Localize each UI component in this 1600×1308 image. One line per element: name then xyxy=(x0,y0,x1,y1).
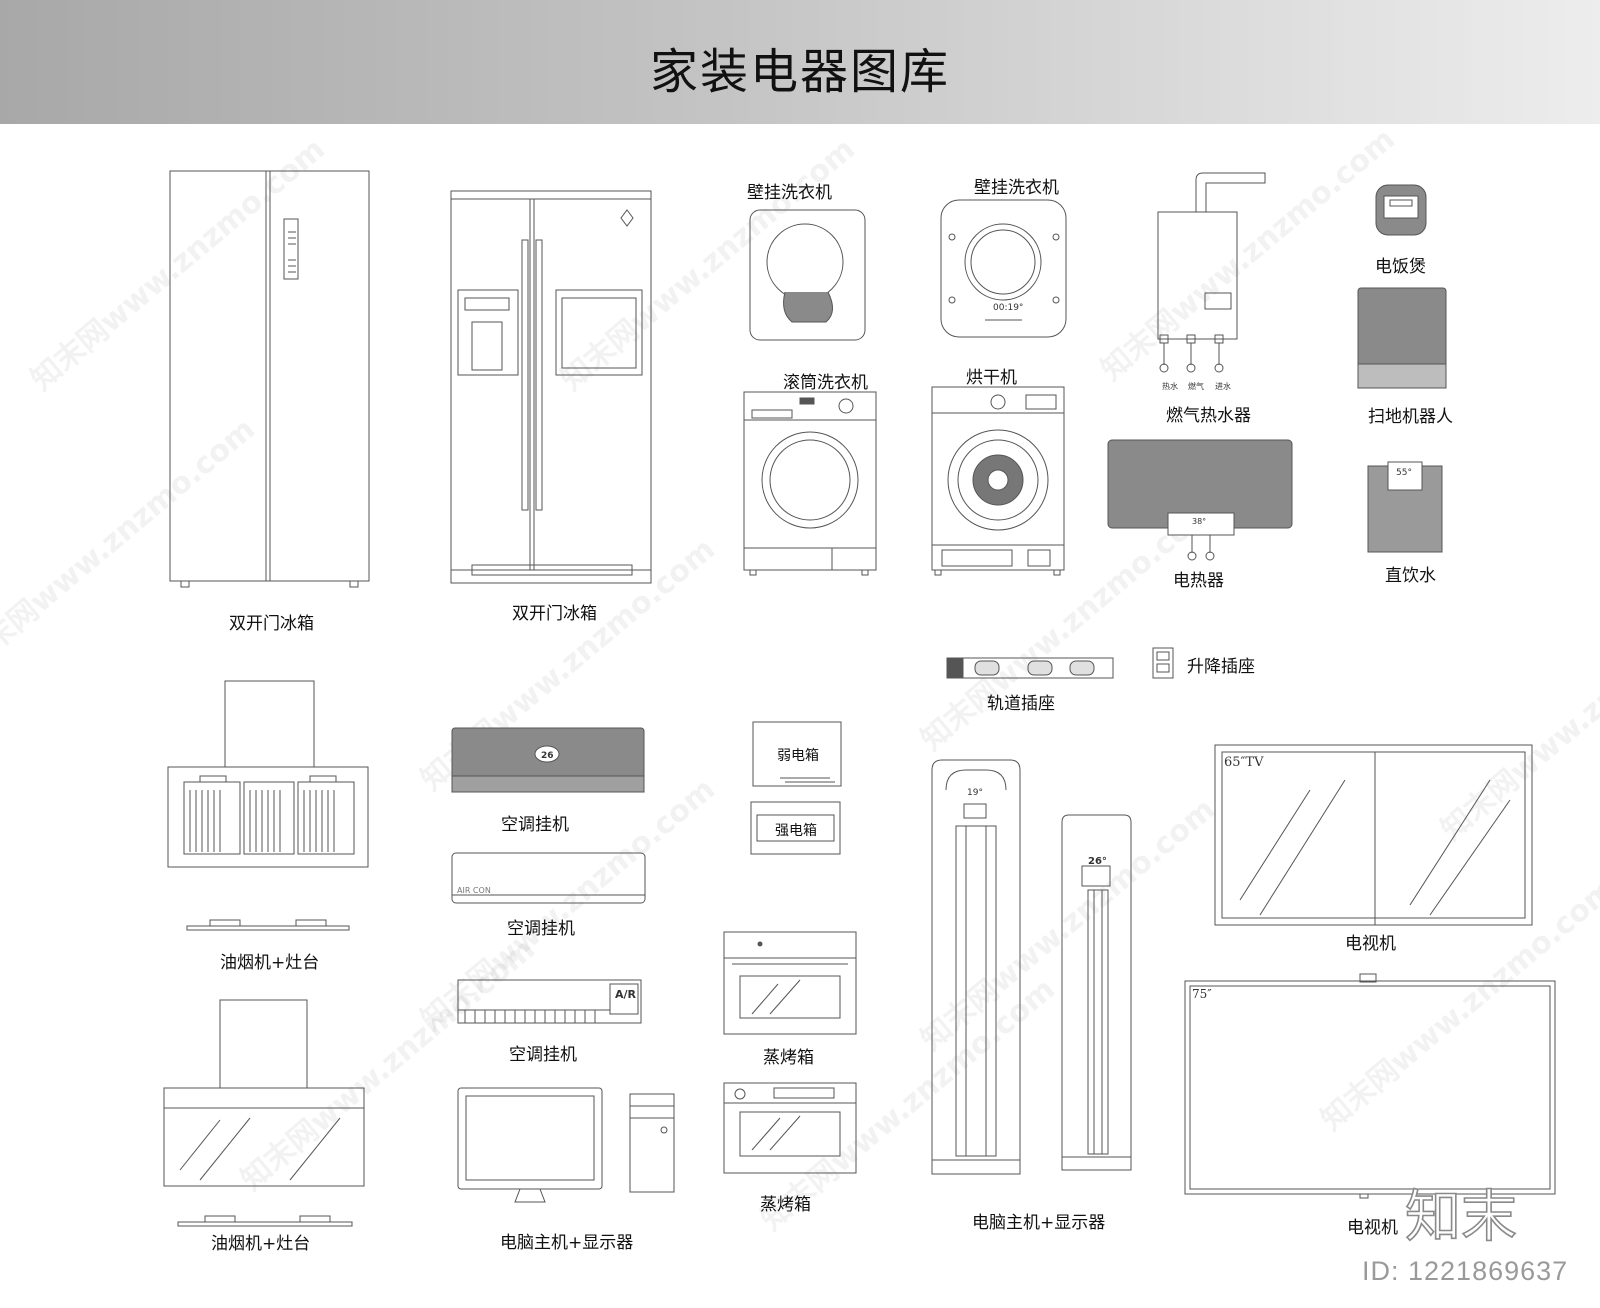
water-temp-text: 55° xyxy=(1396,468,1412,478)
label-electric-heater: 电热器 xyxy=(1173,571,1224,591)
tower-ac-temp-2-text: 26° xyxy=(1088,856,1107,867)
tower-ac-1-drawing xyxy=(931,759,1021,1175)
label-ac-wall-1: 空调挂机 xyxy=(501,815,569,835)
ac-wall-3-drawing xyxy=(457,979,642,1024)
label-wall-washer-1: 壁挂洗衣机 xyxy=(747,183,832,203)
heater-temp-text: 38° xyxy=(1192,517,1206,526)
label-fridge-1: 双开门冰箱 xyxy=(229,614,314,634)
heater-gas-text: 燃气 xyxy=(1188,381,1204,391)
brand-logo: 知末 xyxy=(1404,1184,1518,1251)
ac-temp-text: 26 xyxy=(541,751,554,761)
wall-washer-1-drawing xyxy=(749,209,866,341)
track-socket-drawing xyxy=(946,657,1114,679)
label-steam-oven-1: 蒸烤箱 xyxy=(763,1048,814,1068)
water-dispenser-drawing xyxy=(1367,461,1443,553)
label-strong-box: 强电箱 xyxy=(775,823,817,839)
label-track-socket: 轨道插座 xyxy=(987,694,1055,714)
label-weak-box: 弱电箱 xyxy=(777,748,819,764)
hood-stove-1-drawing xyxy=(167,680,369,931)
label-hood-stove-2: 油烟机+灶台 xyxy=(211,1234,311,1254)
label-ac-wall-3: 空调挂机 xyxy=(509,1045,577,1065)
hood-stove-2-drawing xyxy=(163,999,365,1227)
ac-aircon-text: AIR CON xyxy=(457,886,491,895)
weak-box-drawing xyxy=(752,721,842,787)
rice-cooker-drawing xyxy=(1375,184,1427,236)
ac-wall-1-drawing xyxy=(451,727,645,793)
tower-ac-2-drawing xyxy=(1061,814,1132,1171)
heater-hot-water-text: 热水 xyxy=(1162,381,1178,391)
label-water-dispenser: 直饮水 xyxy=(1385,566,1436,586)
label-hood-stove-1: 油烟机+灶台 xyxy=(220,953,320,973)
label-drum-washer: 滚筒洗衣机 xyxy=(783,373,868,393)
drum-washer-drawing xyxy=(743,391,877,576)
gas-heater-drawing xyxy=(1157,172,1266,373)
tower-ac-temp-text: 19° xyxy=(967,788,983,798)
tv-65-drawing xyxy=(1214,744,1533,926)
label-fridge-2: 双开门冰箱 xyxy=(512,604,597,624)
fridge-1-drawing xyxy=(169,170,370,588)
tv-65-text: 65″TV xyxy=(1224,755,1264,770)
label-steam-oven-2: 蒸烤箱 xyxy=(760,1195,811,1215)
tv-75-drawing xyxy=(1184,973,1556,1199)
label-lift-socket: 升降插座 xyxy=(1187,657,1255,677)
label-tv-1: 电视机 xyxy=(1345,934,1396,954)
label-wall-washer-2: 壁挂洗衣机 xyxy=(974,178,1059,198)
header-banner xyxy=(0,0,1600,124)
label-rice-cooker: 电饭煲 xyxy=(1375,257,1426,277)
heater-water-in-text: 进水 xyxy=(1215,381,1231,391)
robot-vacuum-drawing xyxy=(1357,287,1447,389)
label-gas-heater: 燃气热水器 xyxy=(1166,406,1251,426)
ac-ar-text: A/R xyxy=(615,988,637,1001)
ac-wall-2-drawing xyxy=(451,852,646,904)
image-id: ID: 1221869637 xyxy=(1362,1256,1569,1286)
label-pc-monitor-1: 电脑主机+显示器 xyxy=(500,1233,634,1253)
label-dryer: 烘干机 xyxy=(966,368,1017,388)
strong-box-drawing xyxy=(750,801,841,855)
pc-monitor-1-drawing xyxy=(457,1087,675,1203)
wall-washer-2-drawing xyxy=(940,199,1067,338)
fridge-2-drawing xyxy=(450,190,652,584)
tv-75-text: 75″ xyxy=(1192,987,1212,1001)
dryer-drawing xyxy=(931,386,1065,576)
label-tv-2: 电视机 xyxy=(1347,1218,1398,1238)
label-pc-monitor-2: 电脑主机+显示器 xyxy=(972,1213,1106,1233)
page-title: 家装电器图库 xyxy=(649,44,950,100)
electric-heater-drawing xyxy=(1107,439,1293,561)
lift-socket-drawing xyxy=(1152,647,1174,679)
steam-oven-2-drawing xyxy=(723,1082,857,1174)
label-ac-wall-2: 空调挂机 xyxy=(507,919,575,939)
steam-oven-1-drawing xyxy=(723,931,857,1035)
washer-time-text: 00:19° xyxy=(993,303,1023,313)
label-robot-vacuum: 扫地机器人 xyxy=(1368,407,1453,427)
